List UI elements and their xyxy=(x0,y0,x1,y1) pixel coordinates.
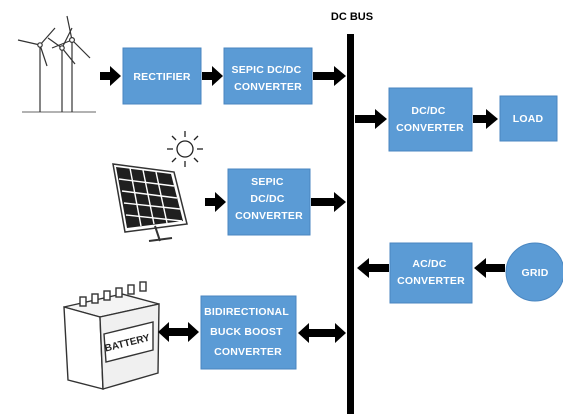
grid-label: GRID xyxy=(521,267,548,279)
bidirectional-label: BIDIRECTIONAL BUCK BOOST CONVERTER xyxy=(204,306,292,358)
arrow-grid-to-acdc xyxy=(474,258,505,278)
sepic-top-label: SEPIC DC/DC CONVERTER xyxy=(231,64,304,93)
sepic-solar-label: SEPIC DC/DC CONVERTER xyxy=(235,176,303,222)
solar-panel-icon xyxy=(112,163,188,242)
arrow-battery-bidirectional xyxy=(158,322,199,342)
load-block: LOAD xyxy=(499,95,558,142)
arrow-wind-to-rectifier xyxy=(100,66,121,86)
rectifier-label: RECTIFIER xyxy=(133,71,190,83)
dcdc-converter-block: DC/DC CONVERTER xyxy=(388,87,473,152)
arrow-sepic-to-bus xyxy=(313,66,346,86)
acdc-converter-block: AC/DC CONVERTER xyxy=(389,242,473,304)
bidirectional-buck-boost-block: BIDIRECTIONAL BUCK BOOST CONVERTER xyxy=(200,295,297,370)
dc-bus-line xyxy=(347,34,354,414)
arrow-bidirectional-bus xyxy=(298,323,346,343)
sun-icon xyxy=(167,131,203,167)
acdc-label: AC/DC CONVERTER xyxy=(397,258,465,287)
grid-block: GRID xyxy=(505,242,563,302)
arrow-rectifier-to-sepic xyxy=(202,66,223,86)
sepic-dcdc-converter-block-solar: SEPIC DC/DC CONVERTER xyxy=(227,168,311,236)
dcdc-label: DC/DC CONVERTER xyxy=(396,105,464,134)
load-label: LOAD xyxy=(513,113,544,125)
wind-turbine-icon xyxy=(17,15,96,113)
rectifier-block: RECTIFIER xyxy=(122,47,202,105)
battery-icon: BATTERY xyxy=(63,281,160,390)
dc-bus-title: DC BUS xyxy=(331,11,373,23)
arrow-bus-to-dcdc xyxy=(355,109,387,129)
arrow-solar-to-sepic xyxy=(205,192,226,212)
arrow-dcdc-to-load xyxy=(473,109,498,129)
arrow-acdc-to-bus xyxy=(357,258,389,278)
arrow-sepic-solar-to-bus xyxy=(311,192,346,212)
sepic-dcdc-converter-block-top: SEPIC DC/DC CONVERTER xyxy=(223,47,313,105)
